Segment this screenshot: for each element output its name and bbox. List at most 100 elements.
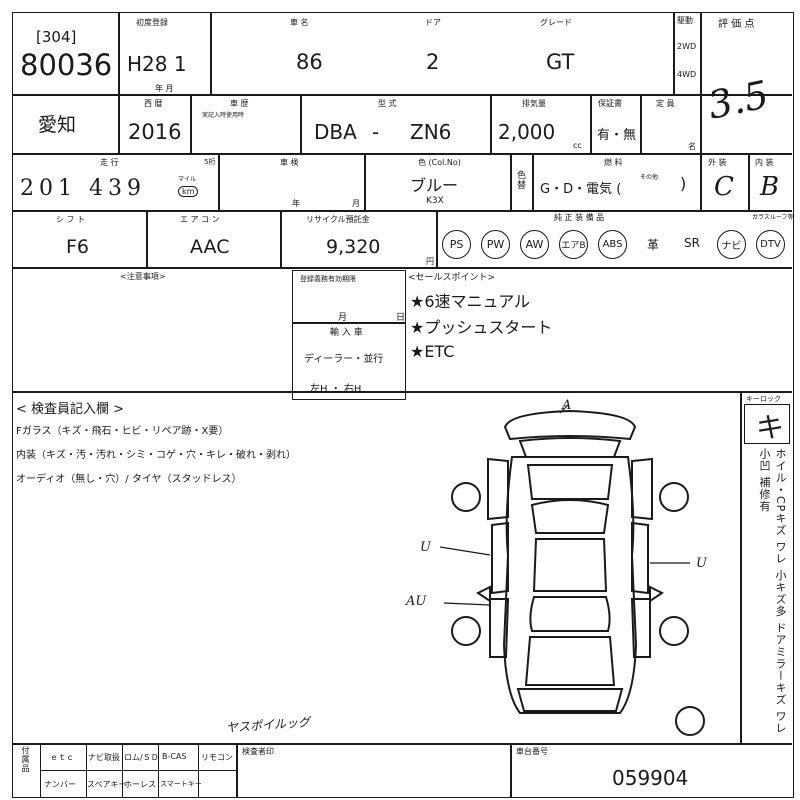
mileage-unit: km xyxy=(178,186,199,197)
front-bumper xyxy=(516,688,624,712)
shift-label: シ フ ト xyxy=(56,215,86,224)
sheet-frame xyxy=(12,12,794,798)
region-value: 愛知 xyxy=(38,114,77,136)
mileage-label: 走 行 xyxy=(100,158,119,167)
key-lock-value: キ xyxy=(756,411,785,444)
rule-footer-top xyxy=(12,743,792,745)
importer-value: ディーラー・並行 xyxy=(304,354,384,365)
footer-cell-bcas: B-CAS xyxy=(162,752,187,761)
right-front-fender xyxy=(630,598,651,658)
wheel-front-left xyxy=(451,616,481,646)
import-label: 輸 入 車 xyxy=(330,328,363,338)
inspection-month-unit: 月 xyxy=(352,199,360,208)
rear-bumper xyxy=(518,437,622,458)
inspection-due-label: 登録義務有効期限 xyxy=(300,275,356,283)
drive-4wd: 4WD xyxy=(677,70,697,79)
sales-label: <セールスポイント> xyxy=(408,273,496,283)
inspector-stamp-label: 検査者印 xyxy=(242,747,274,756)
v-r4-3 xyxy=(436,210,438,267)
roof-panel xyxy=(532,538,608,592)
exterior-label: 外 装 xyxy=(708,158,727,167)
recycle-unit: 円 xyxy=(426,257,434,266)
v-r3-1 xyxy=(218,153,220,210)
model-value: 86 xyxy=(296,50,323,74)
fuel-label: 燃 料 xyxy=(604,158,623,167)
wheel-rear-left xyxy=(451,482,481,512)
lot-number: 80036 xyxy=(20,48,113,82)
recycle-label: リサイクル預託金 xyxy=(306,215,370,224)
chassis-number: 059904 xyxy=(612,766,689,790)
sales-point-2: ★プッシュスタート xyxy=(410,318,553,337)
displacement-label: 排気量 xyxy=(522,99,546,108)
right-door xyxy=(631,521,649,595)
v-r2-1 xyxy=(190,94,192,153)
capacity-unit: 名 xyxy=(688,142,696,151)
rule-row2-bottom xyxy=(12,153,792,155)
ac-value: AAC xyxy=(190,236,230,258)
footer-cell-smart-key: スマートキー xyxy=(160,780,202,788)
footer-cell-remote: リモコン xyxy=(201,753,233,762)
capacity-label: 定 員 xyxy=(656,99,675,108)
interior-label: 内 装 xyxy=(755,158,774,167)
equipment-ps: PS xyxy=(442,230,471,259)
rear-window xyxy=(530,499,610,534)
equipment-label: 純 正 装 備 品 xyxy=(554,213,605,222)
shift-value: F6 xyxy=(66,236,90,258)
sales-point-1: ★6速マニュアル xyxy=(410,292,531,311)
v-foot-6 xyxy=(510,743,512,798)
hood xyxy=(524,636,616,686)
fuel-value: G・D・電気 ( xyxy=(540,182,622,197)
footer-left-label: 付属品 xyxy=(21,746,30,773)
damage-mark-left-front: AU xyxy=(406,594,427,609)
v-r1-1 xyxy=(118,12,120,153)
type-dash: - xyxy=(372,120,380,144)
inspector-line-1: Fガラス（キズ・飛石・ヒビ・リペア跡・X要） xyxy=(16,426,229,437)
key-lock-box xyxy=(744,404,790,444)
inspection-label: 車 検 xyxy=(280,158,299,167)
car-damage-diagram xyxy=(451,409,705,736)
damage-mark-right-door: U xyxy=(696,556,707,571)
rear-spoiler xyxy=(503,409,637,441)
windshield xyxy=(529,596,611,632)
damage-mark-left-door: U xyxy=(420,540,431,555)
v-r2-5 xyxy=(640,94,642,153)
color-value: ブルー xyxy=(410,176,459,195)
warranty-value: 有・無 xyxy=(597,128,637,143)
model-label: 車 名 xyxy=(290,18,309,27)
lot-prefix: [304] xyxy=(36,28,77,46)
equipment-pw: PW xyxy=(481,230,510,259)
equipment-airbag: エアB xyxy=(559,230,588,259)
inspector-title: < 検査員記入欄 > xyxy=(16,402,125,417)
mileage-sub: 5桁 xyxy=(204,158,216,166)
key-lock-label: キーロック xyxy=(746,395,781,403)
footer-cell-keyless: ホーレス xyxy=(124,780,156,789)
type-value: ZN6 xyxy=(410,120,452,144)
side-note: ホイル・CPキズ ワレ 小キズ多 ドアミラーキズ ワレ 小凹 補修有 xyxy=(758,448,787,735)
inspector-line-2: 内装（キズ・汚・汚れ・シミ・コゲ・穴・キレ・破れ・剥れ） xyxy=(16,450,296,461)
history-label: 車 歴 xyxy=(230,99,249,108)
rule-notes-bottom xyxy=(12,391,792,393)
displacement-unit: cc xyxy=(573,141,582,150)
v-r2-2 xyxy=(300,94,302,153)
v-r3-2 xyxy=(364,153,366,210)
equipment-aw: AW xyxy=(520,230,549,259)
grade-value: GT xyxy=(546,50,575,74)
displacement-value: 2,000 xyxy=(498,120,556,144)
v-r3-6 xyxy=(748,153,750,210)
registration-value: H28 1 xyxy=(127,52,187,76)
year-month-label: 年 月 xyxy=(155,84,174,93)
inspection-due-month: 月 xyxy=(338,313,348,323)
inspector-line-3: オーディオ（無し・穴）/ タイヤ（スタッドレス） xyxy=(16,474,242,485)
rule-row4-bottom xyxy=(12,267,792,269)
chassis-label: 車台番号 xyxy=(516,747,548,756)
left-front-fender xyxy=(489,598,510,658)
mirror-left xyxy=(476,585,491,603)
drive-label: 駆動 xyxy=(677,16,693,25)
year-value: 2016 xyxy=(128,120,182,144)
equipment-sub-label: ガラスルーフ等 xyxy=(752,214,794,221)
equipment-abs: ABS xyxy=(598,230,627,259)
steering-value: 左H ・ 右H xyxy=(310,384,362,395)
mirror-right xyxy=(649,585,664,603)
v-foot-5 xyxy=(236,743,238,798)
v-r1-3 xyxy=(673,12,675,94)
